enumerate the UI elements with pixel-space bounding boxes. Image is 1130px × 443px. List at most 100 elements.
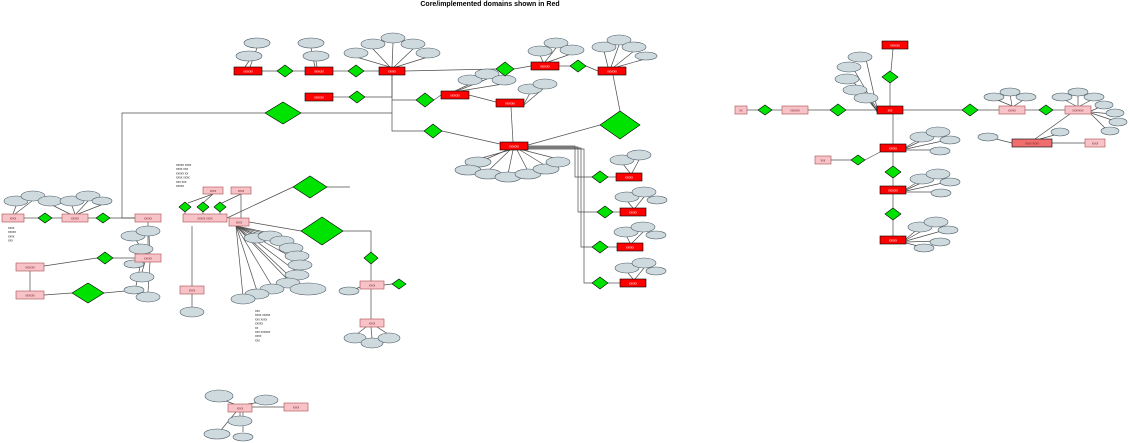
connector-edge bbox=[507, 149, 514, 175]
entity-box bbox=[230, 186, 252, 195]
connector-edge bbox=[43, 257, 98, 267]
entity-box bbox=[1064, 105, 1092, 115]
entity-box bbox=[814, 155, 832, 165]
relationship-diamond bbox=[423, 123, 443, 139]
attribute-ellipse bbox=[1083, 92, 1105, 102]
note-text-line: xxx xxxx bbox=[255, 317, 267, 321]
entity-box bbox=[228, 217, 250, 227]
attribute-ellipse bbox=[243, 37, 271, 49]
connector-edge bbox=[905, 139, 948, 150]
entity-label: xxxxxx bbox=[450, 93, 460, 97]
connector-edge bbox=[391, 75, 424, 132]
connector-edge bbox=[315, 60, 318, 68]
attribute-ellipse bbox=[929, 237, 951, 247]
attribute-ellipse bbox=[634, 51, 658, 61]
connector-edge bbox=[627, 272, 634, 280]
connector-edge bbox=[626, 236, 631, 244]
attribute-ellipse bbox=[123, 285, 145, 295]
attribute-ellipse bbox=[853, 92, 879, 104]
connector-edge bbox=[441, 130, 501, 145]
relationship-diamond bbox=[363, 251, 379, 265]
entity-box bbox=[615, 172, 643, 182]
connector-edge bbox=[631, 231, 644, 244]
entity-label: xxxxx bbox=[1008, 108, 1016, 112]
attribute-ellipse bbox=[631, 257, 657, 269]
attribute-ellipse bbox=[626, 149, 652, 161]
note-text-line: xxxx xxx bbox=[176, 167, 188, 171]
relationship-diamond bbox=[196, 201, 210, 213]
attribute-ellipse bbox=[1015, 92, 1037, 102]
attribute-ellipse bbox=[289, 282, 327, 296]
attribute-ellipse bbox=[983, 92, 1005, 102]
connector-edge bbox=[248, 221, 302, 232]
attribute-ellipse bbox=[925, 126, 951, 138]
entity-box bbox=[499, 141, 529, 151]
entity-box bbox=[134, 213, 162, 223]
connector-edge bbox=[393, 48, 414, 68]
attribute-ellipse bbox=[613, 226, 639, 238]
note-text-line: xxxx bbox=[8, 234, 15, 238]
entity-box bbox=[179, 285, 205, 295]
attribute-ellipse bbox=[929, 146, 951, 156]
attribute-ellipse bbox=[621, 41, 647, 53]
entity-box bbox=[998, 105, 1026, 115]
connector-edge bbox=[487, 149, 511, 172]
entity-label: xx bbox=[739, 108, 743, 112]
entity-label: xxxx bbox=[238, 189, 245, 193]
entity-box bbox=[495, 98, 525, 108]
attribute-ellipse bbox=[287, 259, 313, 271]
entity-label: xxxx bbox=[369, 283, 376, 287]
entity-box bbox=[134, 253, 162, 263]
attribute-ellipse bbox=[1094, 100, 1114, 110]
entity-box bbox=[182, 213, 228, 223]
relationship-diamond bbox=[884, 207, 902, 221]
entity-box bbox=[378, 66, 406, 76]
attribute-ellipse bbox=[204, 389, 234, 403]
connector-edge bbox=[370, 326, 373, 339]
connector-edge bbox=[75, 200, 89, 215]
connector-edge bbox=[616, 58, 646, 68]
relationship-diamond bbox=[961, 103, 979, 117]
note-text-line: xxx xxx bbox=[176, 180, 187, 184]
entity-box bbox=[1, 213, 25, 223]
attribute-ellipse bbox=[532, 78, 558, 90]
connector-edge bbox=[544, 47, 557, 63]
attribute-ellipse bbox=[129, 271, 155, 283]
connector-edge bbox=[202, 193, 214, 204]
connector-edge bbox=[585, 65, 599, 72]
attribute-ellipse bbox=[235, 50, 263, 62]
attribute-ellipse bbox=[135, 291, 161, 303]
connector-edge bbox=[1090, 113, 1107, 130]
entity-box bbox=[15, 290, 45, 300]
attribute-ellipse bbox=[179, 306, 205, 318]
entity-label: xxxxx xxxx bbox=[197, 216, 213, 220]
relationship-diamond bbox=[591, 276, 609, 290]
connector-edge bbox=[343, 230, 372, 252]
attribute-ellipse bbox=[415, 47, 441, 59]
note-text-line: xx bbox=[255, 326, 259, 330]
connector-edge bbox=[631, 159, 640, 174]
attribute-ellipse bbox=[400, 38, 426, 50]
entity-box bbox=[283, 402, 309, 412]
entity-box bbox=[15, 262, 45, 272]
entity-label: xxxxx bbox=[629, 210, 637, 214]
entity-box bbox=[202, 186, 224, 195]
connector-edge bbox=[365, 75, 393, 98]
attribute-ellipse bbox=[591, 41, 617, 53]
entity-label: xxxxx bbox=[71, 216, 79, 220]
entity-box bbox=[781, 105, 809, 115]
connector-edge bbox=[513, 65, 532, 70]
connector-edge bbox=[523, 92, 531, 105]
entity-box bbox=[876, 105, 904, 115]
entity-label: xxxxx bbox=[625, 175, 633, 179]
attribute-ellipse bbox=[297, 37, 325, 49]
connector-edge bbox=[613, 50, 635, 68]
note-text-line: xxxx xxxx bbox=[176, 176, 190, 180]
entity-label: xxxx bbox=[293, 405, 300, 409]
relationship-diamond bbox=[178, 201, 192, 213]
attribute-ellipse bbox=[338, 286, 360, 296]
note-text-line: xxxxx bbox=[255, 322, 263, 326]
relationship-diamond bbox=[881, 70, 899, 84]
